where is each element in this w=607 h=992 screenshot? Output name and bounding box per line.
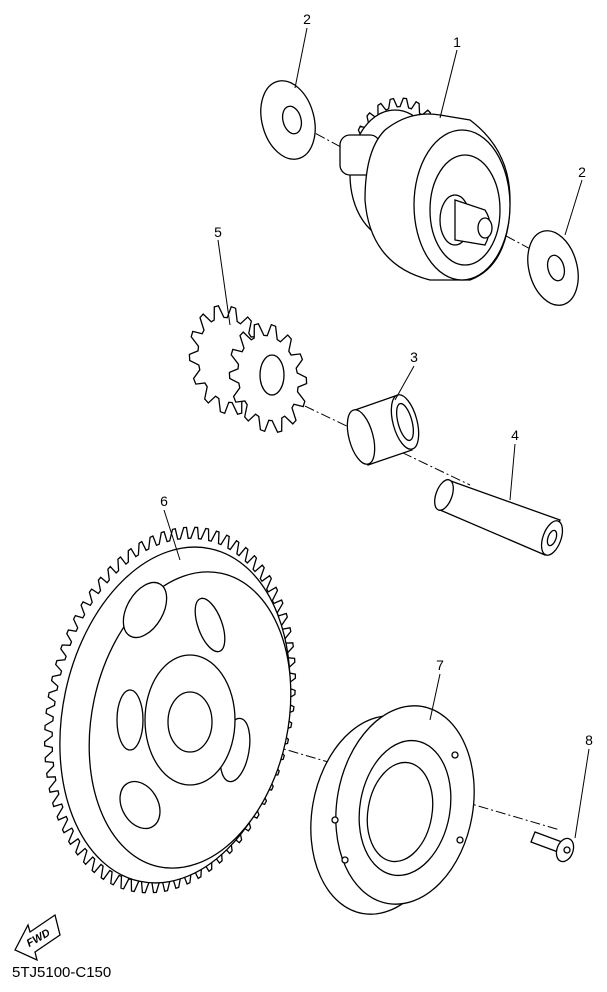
idle-gear-part-5 — [188, 305, 308, 433]
callout-8: 8 — [585, 732, 593, 748]
fwd-arrow-icon: FWD — [14, 913, 61, 962]
shaft-part-4 — [434, 479, 564, 556]
callout-5: 5 — [214, 224, 222, 240]
callout-7: 7 — [436, 657, 444, 673]
callout-4: 4 — [511, 427, 519, 443]
washer-part-2-top — [260, 80, 316, 160]
leader-lines — [163, 27, 590, 839]
bolt-part-8 — [530, 831, 575, 863]
callout-3: 3 — [410, 349, 418, 365]
washer-part-2-right — [527, 230, 579, 306]
needle-bearing-part-3 — [346, 394, 420, 466]
starter-clutch-gear-part-1 — [339, 97, 511, 281]
axis-line-bottom — [184, 719, 561, 831]
callout-2-right: 2 — [578, 164, 586, 180]
callout-2-top: 2 — [303, 11, 311, 27]
callout-6: 6 — [160, 493, 168, 509]
callout-1: 1 — [453, 34, 461, 50]
part-code: 5TJ5100-C150 — [12, 964, 112, 981]
starter-wheel-gear-part-6 — [43, 526, 297, 894]
one-way-clutch-part-7 — [310, 705, 475, 915]
